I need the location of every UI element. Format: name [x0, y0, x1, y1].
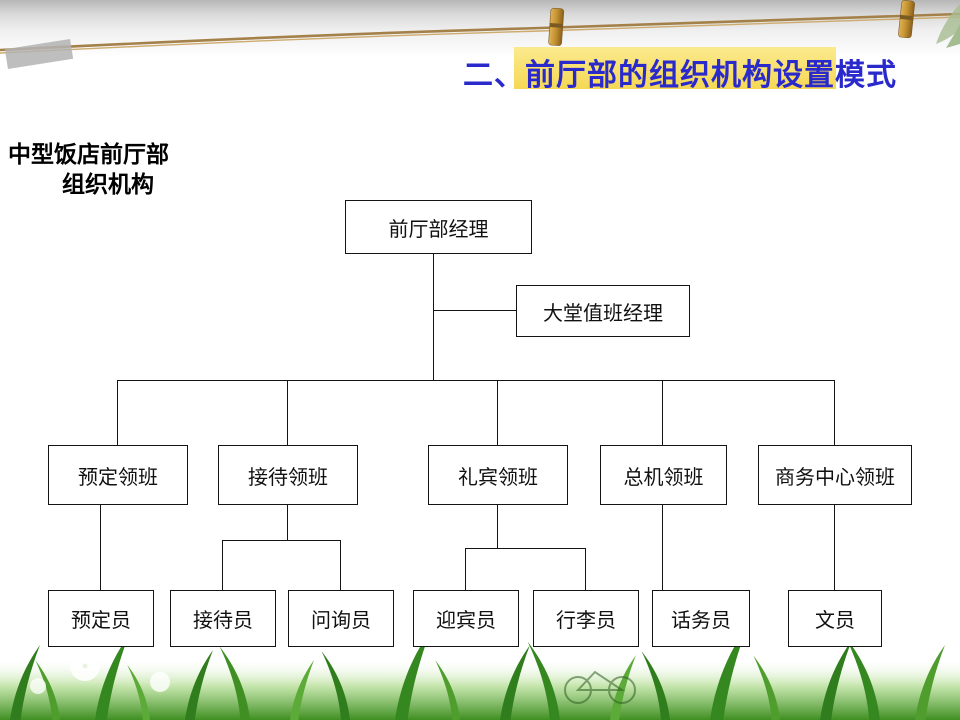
connector-line	[834, 503, 835, 590]
org-node-supervisor: 预定领班	[48, 445, 188, 505]
connector-line	[222, 540, 223, 590]
title-highlight	[514, 47, 836, 89]
connector-line	[100, 503, 101, 590]
clothespin-icon	[548, 7, 565, 46]
org-node-supervisor: 接待领班	[218, 445, 358, 505]
org-node-assistant: 大堂值班经理	[516, 285, 690, 337]
connector-line	[287, 503, 288, 540]
org-node-supervisor: 总机领班	[600, 445, 727, 505]
connector-line	[433, 252, 434, 381]
connector-line	[465, 548, 585, 549]
connector-line	[465, 548, 466, 590]
org-node-staff: 预定员	[48, 590, 154, 647]
org-node-staff: 接待员	[170, 590, 276, 647]
clothespin-icon	[898, 0, 915, 39]
org-node-staff: 行李员	[533, 590, 639, 647]
connector-line	[117, 380, 118, 445]
org-node-staff: 话务员	[652, 590, 750, 647]
top-decoration	[0, 0, 960, 70]
grass-decoration	[0, 632, 960, 720]
org-node-root: 前厅部经理	[345, 200, 532, 254]
connector-line	[834, 380, 835, 445]
connector-line	[287, 380, 288, 445]
rope-icon	[0, 12, 960, 54]
org-node-staff: 迎宾员	[413, 590, 519, 647]
dandelion-icon	[30, 651, 170, 694]
connector-line	[433, 310, 516, 311]
chart-label-line1: 中型饭店前厅部	[8, 142, 169, 167]
chart-label-line2: 组织机构	[62, 171, 154, 197]
connector-line	[497, 380, 498, 445]
connector-line	[340, 540, 341, 590]
org-node-supervisor: 商务中心领班	[758, 445, 912, 505]
org-node-staff: 问询员	[288, 590, 394, 647]
bicycle-icon	[564, 670, 636, 704]
org-node-supervisor: 礼宾领班	[428, 445, 568, 505]
tape-icon	[4, 38, 74, 70]
leaf-icon	[936, 4, 960, 48]
connector-line	[585, 548, 586, 590]
connector-line	[662, 380, 663, 445]
connector-line	[497, 503, 498, 548]
org-node-staff: 文员	[788, 590, 882, 647]
connector-line	[222, 540, 340, 541]
connector-line	[117, 380, 834, 381]
chart-label: 中型饭店前厅部 组织机构	[8, 140, 208, 200]
slide-title: 二、前厅部的组织机构设置模式	[463, 59, 897, 92]
connector-line	[662, 503, 663, 590]
